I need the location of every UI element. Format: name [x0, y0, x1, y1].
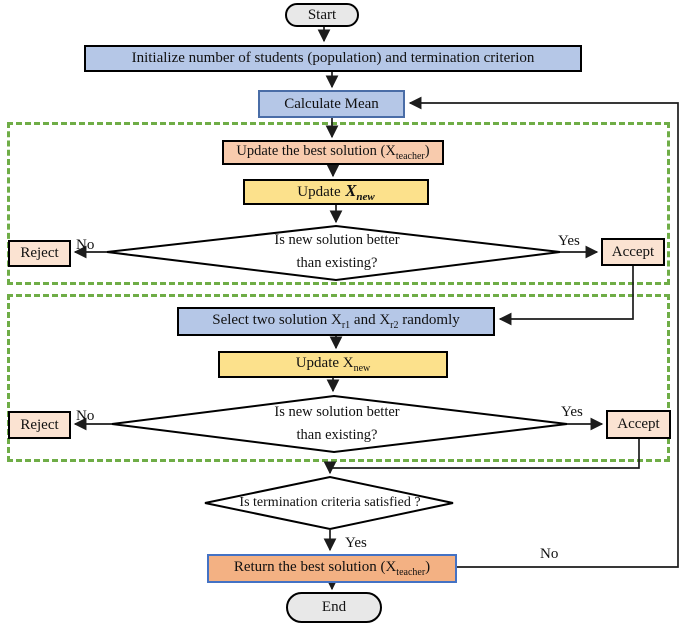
return-best-solution-step: Return the best solution (Xteacher)	[207, 554, 457, 583]
reject2-box: Reject	[8, 411, 71, 439]
start-label: Start	[307, 6, 337, 23]
update-xnew-learner-step: Update Xnew	[218, 351, 448, 378]
reject2-label: Reject	[20, 416, 59, 433]
yes-label-termination: Yes	[345, 535, 367, 551]
update-best-label: Update the best solution (Xteacher)	[236, 142, 430, 162]
yes-label-learner: Yes	[561, 404, 583, 420]
edge-no-loop-to-calculate-mean	[408, 96, 679, 568]
reject1-box: Reject	[8, 240, 71, 267]
update-xnew-learner-label: Update Xnew	[296, 355, 371, 374]
select-two-solutions-label: Select two solution Xr1 and Xr2 randomly	[212, 312, 460, 331]
label-subscript: teacher	[395, 150, 425, 162]
teacher-phase-dashed-box	[7, 122, 670, 285]
return-best-label: Return the best solution (Xteacher)	[234, 559, 430, 578]
yes-label-teacher: Yes	[558, 233, 580, 249]
decision1-line1: Is new solution better	[274, 232, 400, 248]
update-xnew-teacher-label: Update Xnew	[297, 180, 375, 203]
label-text: )	[425, 559, 431, 575]
end-label: End	[321, 599, 347, 616]
edge-accept2-to-termination	[323, 439, 640, 475]
accept2-box: Accept	[606, 410, 671, 439]
label-subscript: new	[353, 363, 371, 374]
decision1-text: Is new solution better than existing?	[196, 229, 478, 275]
label-text: Update X	[295, 355, 354, 371]
termination-diamond	[204, 475, 454, 531]
edge-accept1-to-select	[498, 266, 634, 326]
label-text: Update the best solution (X	[236, 142, 396, 159]
accept1-label: Accept	[611, 243, 655, 260]
label-text: and X	[350, 312, 391, 328]
update-xnew-teacher-step: Update Xnew	[243, 179, 429, 205]
no-label-learner: No	[76, 408, 95, 424]
end-terminator: End	[286, 592, 382, 623]
no-label-teacher: No	[76, 237, 95, 253]
label-text: randomly	[398, 312, 460, 328]
select-two-solutions-step: Select two solution Xr1 and Xr2 randomly	[177, 307, 495, 336]
initialize-step: Initialize number of students (populatio…	[84, 45, 582, 72]
label-subscript: r2	[390, 320, 399, 331]
decision2-line2: than existing?	[296, 427, 378, 443]
reject1-label: Reject	[20, 245, 59, 262]
update-best-solution-step: Update the best solution (Xteacher)	[222, 140, 444, 165]
decision2-line1: Is new solution better	[274, 404, 400, 420]
termination-decision-text: Is termination criteria satisfied ?	[239, 495, 421, 510]
learner-phase-dashed-box	[7, 294, 670, 462]
label-text: )	[424, 142, 430, 159]
label-text: Select two solution X	[212, 312, 342, 328]
calculate-mean-label: Calculate Mean	[284, 95, 379, 112]
accept2-label: Accept	[617, 416, 660, 433]
decision1-line2: than existing?	[296, 255, 378, 271]
calculate-mean-step: Calculate Mean	[258, 90, 405, 118]
accept1-box: Accept	[601, 238, 665, 266]
label-variable: X	[345, 180, 357, 200]
label-text: Return the best solution (X	[233, 559, 397, 575]
label-subscript: teacher	[396, 567, 426, 578]
label-subscript: r1	[341, 320, 351, 331]
decision2-text: Is new solution better than existing?	[196, 401, 478, 447]
initialize-label: Initialize number of students (populatio…	[131, 50, 535, 67]
no-label-termination: No	[540, 546, 559, 562]
label-subscript: new	[356, 190, 375, 203]
start-terminator: Start	[285, 3, 359, 27]
label-text: Update	[297, 183, 345, 200]
